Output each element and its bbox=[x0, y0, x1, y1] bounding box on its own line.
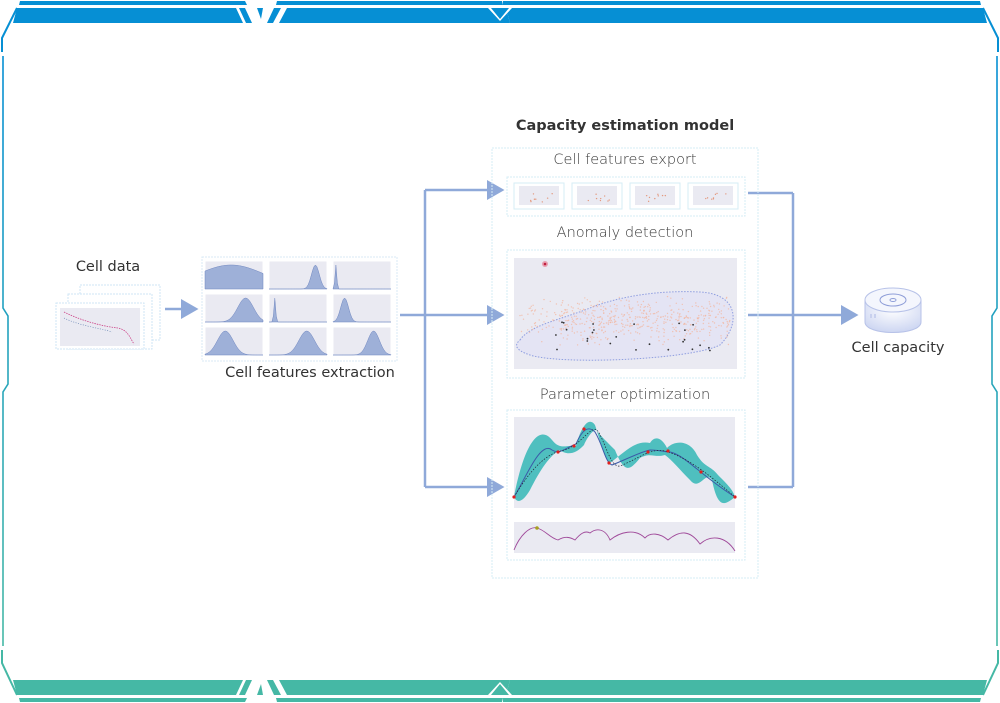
export-thumbnail bbox=[514, 183, 564, 209]
stage-label-optimization: Parameter optimization bbox=[540, 387, 710, 403]
stage-label-export: Cell features export bbox=[553, 152, 696, 168]
feature-histogram bbox=[333, 294, 391, 322]
model-title: Capacity estimation model bbox=[516, 118, 734, 134]
feature-histogram bbox=[205, 327, 263, 355]
stage-label-anomaly: Anomaly detection bbox=[557, 225, 694, 241]
extraction-label: Cell features extraction bbox=[225, 365, 395, 381]
optimization-plot bbox=[512, 417, 736, 553]
export-thumbnail bbox=[572, 183, 622, 209]
feature-histogram bbox=[333, 261, 391, 289]
cell-data-sheets bbox=[56, 285, 160, 349]
feature-histogram bbox=[205, 294, 263, 322]
cell-capacity-icon bbox=[865, 288, 921, 333]
feature-histogram bbox=[205, 261, 263, 289]
features-grid bbox=[202, 257, 397, 361]
anomaly-plot bbox=[514, 258, 737, 369]
feature-histogram bbox=[333, 327, 391, 355]
feature-histogram bbox=[269, 261, 327, 289]
frame-sides bbox=[3, 56, 997, 646]
feature-histogram bbox=[269, 327, 327, 355]
export-thumbnail bbox=[688, 183, 738, 209]
cell-capacity-label: Cell capacity bbox=[852, 340, 945, 356]
export-thumbnail bbox=[630, 183, 680, 209]
cell-data-label: Cell data bbox=[76, 259, 140, 275]
feature-histogram bbox=[269, 294, 327, 322]
export-thumbnails bbox=[514, 183, 738, 209]
